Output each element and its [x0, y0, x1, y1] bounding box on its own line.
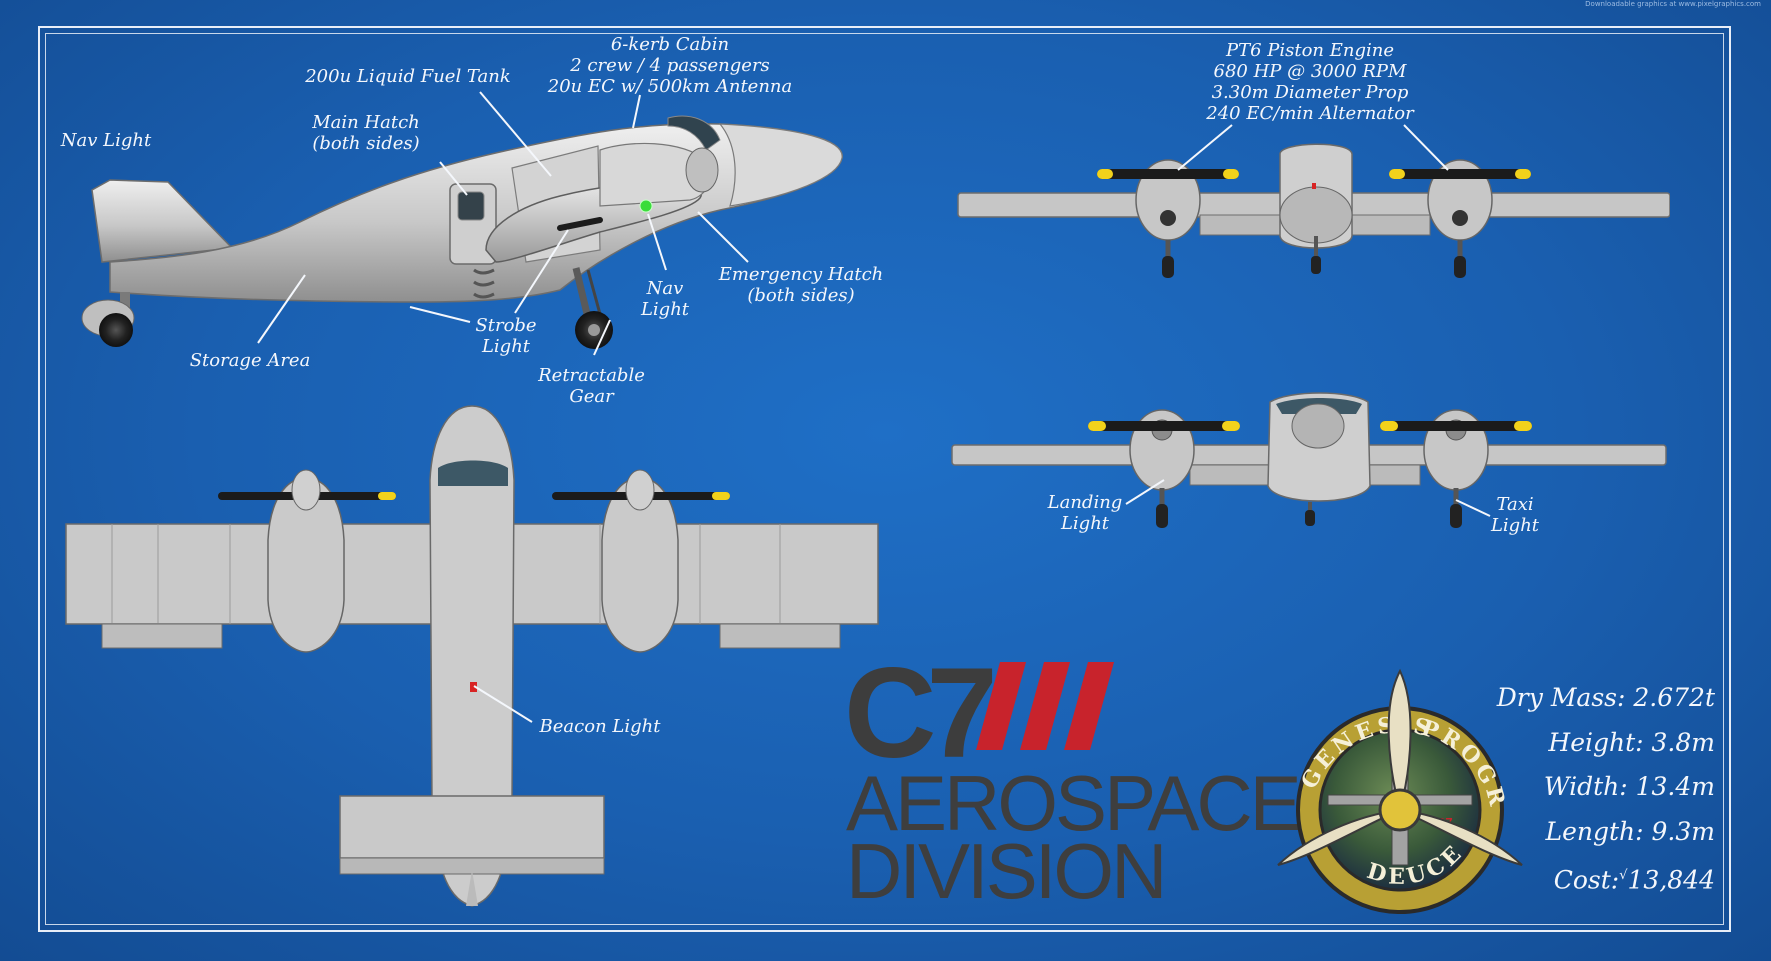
- stat-length: Length: 9.3m: [1545, 816, 1716, 846]
- front-view-upper: [957, 143, 1670, 278]
- label-strobe-light: Strobe Light: [475, 315, 537, 357]
- badge-propeller-hub: [1378, 788, 1422, 832]
- front-view-lower: [951, 392, 1667, 528]
- badge-propeller-blade-top: [1387, 668, 1412, 814]
- badge-propeller-blade-left: [1277, 809, 1401, 866]
- label-engine: PT6 Piston Engine 680 HP @ 3000 RPM 3.30…: [1206, 40, 1414, 124]
- logo-mark: C7: [844, 642, 998, 785]
- logo-slashes: [976, 662, 1114, 750]
- tail-wheel: [99, 313, 133, 347]
- stat-height: Height: 3.8m: [1548, 727, 1715, 757]
- program-badge: GENESIS PROGRAM DEUCE C7: [1270, 665, 1523, 914]
- label-emergency-hatch: Emergency Hatch (both sides): [718, 264, 884, 306]
- label-taxi-light: Taxi Light: [1490, 494, 1540, 536]
- main-gear-strut: [572, 267, 592, 319]
- label-storage-area: Storage Area: [189, 350, 311, 371]
- horizontal-stabilizer: [339, 795, 605, 859]
- logo-line-aerospace: AEROSPACE: [846, 759, 1302, 847]
- spec-stats: Dry Mass: 2.672t Height: 3.8m Width: 13.…: [1445, 676, 1715, 899]
- badge-propeller-blade-right: [1399, 809, 1523, 866]
- label-nav-light-tail: Nav Light: [60, 130, 152, 151]
- nose-cone: [718, 123, 843, 207]
- corner-note: Downloadable graphics at www.pixelgraphi…: [1585, 0, 1761, 8]
- cockpit-window: [667, 115, 721, 151]
- engine-nacelle-right-top: [601, 477, 679, 653]
- stat-dry-mass: Dry Mass: 2.672t: [1496, 683, 1715, 712]
- engine-nacelle-left-top: [267, 477, 345, 653]
- label-beacon-light: Beacon Light: [539, 716, 661, 737]
- stat-width: Width: 13.4m: [1543, 772, 1715, 801]
- side-view: [81, 115, 843, 349]
- nav-light-nose: [639, 199, 653, 213]
- strobe-light: [557, 217, 603, 231]
- propeller-spinner-side: [685, 147, 719, 193]
- label-retractable-gear: Retractable Gear: [538, 365, 645, 407]
- label-fuel-tank: 200u Liquid Fuel Tank: [305, 66, 511, 87]
- label-landing-light: Landing Light: [1047, 492, 1123, 534]
- stat-cost: Cost:√13,844: [1553, 865, 1715, 895]
- label-main-hatch: Main Hatch (both sides): [312, 112, 420, 154]
- label-nav-light-nose: Nav Light: [640, 278, 690, 320]
- label-cabin: 6-kerb Cabin 2 crew / 4 passengers 20u E…: [547, 34, 793, 97]
- vertical-stabilizer: [91, 179, 234, 263]
- blueprint-frame: [38, 26, 1731, 932]
- top-view: [65, 405, 879, 907]
- logo-line-division: DIVISION: [846, 827, 1167, 915]
